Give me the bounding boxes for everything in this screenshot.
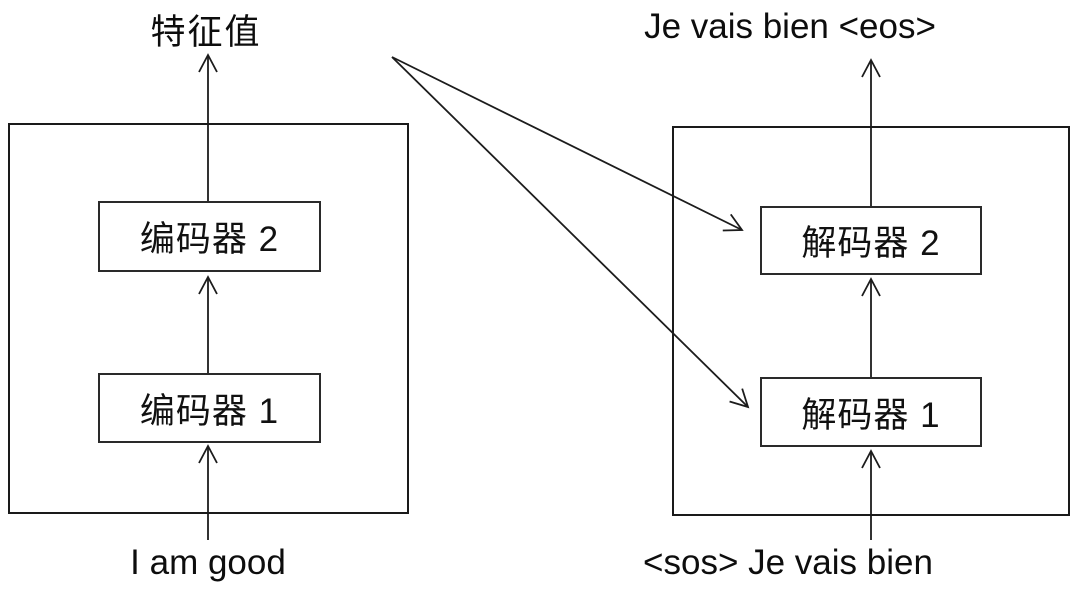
decoder-input-label: <sos> Je vais bien — [643, 543, 933, 582]
encoder-container-box — [8, 123, 409, 514]
decoder-1-box: 解码器 1 — [760, 377, 982, 447]
encoder-2-label: 编码器 2 — [139, 220, 280, 259]
encoder-input-label: I am good — [130, 543, 286, 582]
encoder-2-box: 编码器 2 — [98, 201, 321, 272]
encoder-1-box: 编码器 1 — [98, 373, 321, 443]
decoder-output-label: Je vais bien <eos> — [644, 7, 936, 46]
decoder-1-label: 解码器 1 — [801, 395, 941, 435]
feature-value-label: 特征值 — [150, 13, 262, 52]
decoder-2-label: 解码器 2 — [801, 224, 941, 263]
decoder-container-box — [672, 126, 1070, 516]
decoder-2-box: 解码器 2 — [760, 206, 982, 275]
encoder-1-label: 编码器 1 — [139, 391, 280, 431]
